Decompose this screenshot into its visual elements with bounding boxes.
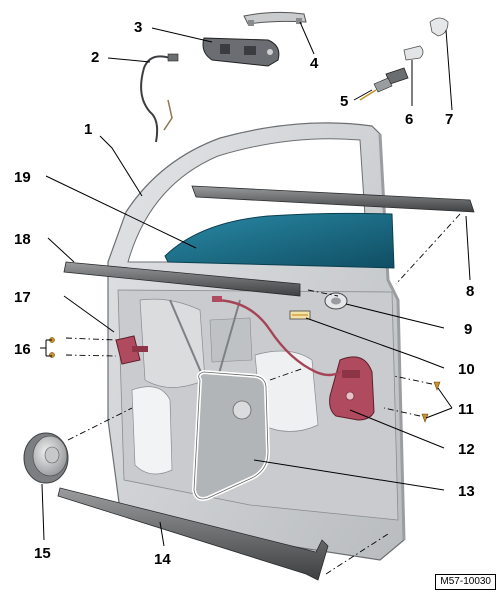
handle-carrier: [202, 37, 280, 67]
assembly-lines: [65, 213, 461, 575]
callout-16: 16: [14, 341, 31, 358]
door-check-strap: [115, 335, 148, 365]
callout-7: 7: [445, 111, 453, 128]
callout-1: 1: [84, 121, 92, 138]
callout-12: 12: [458, 441, 475, 458]
cover-cap: [403, 45, 424, 61]
callout-11: 11: [458, 401, 474, 418]
callout-8: 8: [466, 283, 474, 300]
callout-13: 13: [458, 483, 475, 500]
window-seal-strip: [63, 261, 301, 297]
callout-14: 14: [154, 551, 171, 568]
callout-2: 2: [91, 49, 99, 66]
callout-15: 15: [34, 545, 51, 562]
callout-4: 4: [310, 55, 319, 72]
window-channel-strip: [191, 185, 475, 213]
bowden-cable: [140, 53, 179, 143]
trim-cap: [429, 17, 449, 37]
callout-9: 9: [464, 321, 472, 338]
exterior-handle: [243, 11, 307, 26]
callout-5: 5: [340, 93, 348, 110]
callout-3: 3: [134, 19, 142, 36]
reference-code: M57-10030: [435, 574, 496, 590]
lower-seal-strip: [57, 487, 329, 581]
window-glass: [164, 212, 395, 269]
lock-cylinder: [359, 67, 409, 101]
leader-lines: [40, 21, 471, 547]
door-lock: [329, 356, 375, 421]
callout-6: 6: [405, 111, 413, 128]
lock-cable: [213, 298, 341, 377]
callout-17: 17: [14, 289, 31, 306]
door-speaker: [23, 432, 69, 484]
callout-18: 18: [14, 231, 31, 248]
callout-numbers: 1 2 3 4 5 6 7 8 9 10 11 12 13 14 15 16 1…: [14, 19, 475, 568]
door-shell: [107, 122, 406, 561]
interior-release-clip: [289, 310, 311, 320]
callout-19: 19: [14, 169, 31, 186]
lock-screws: [421, 381, 441, 423]
callout-10: 10: [458, 361, 475, 378]
